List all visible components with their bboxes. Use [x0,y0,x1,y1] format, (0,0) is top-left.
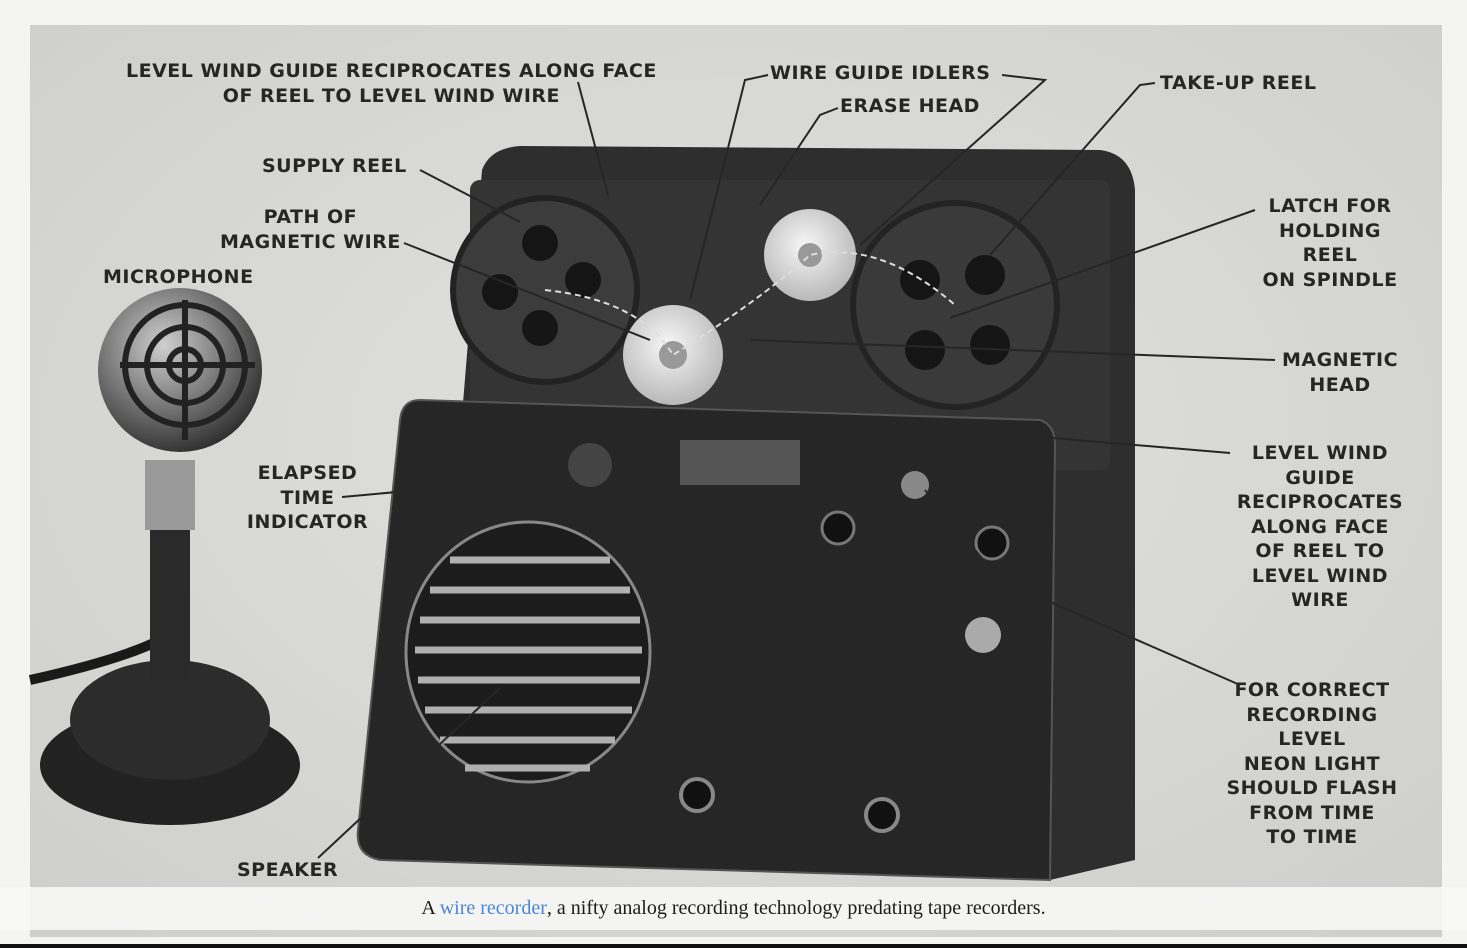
label-line: LEVEL WIND [1251,564,1389,587]
label-level-wind-guide-right: LEVEL WIND GUIDE RECIPROCATES ALONG FACE… [1230,441,1410,613]
label-line: MAGNETIC [1281,349,1399,371]
label-line: FROM TIME [1249,801,1375,824]
leader-lines [317,74,1276,859]
label-neon-light: FOR CORRECT RECORDING LEVEL NEON LIGHT S… [1212,678,1412,850]
label-line: LEVEL WIND GUIDE RECIPROCATES ALONG FACE [126,60,657,82]
label-magnetic-head: MAGNETIC HEAD [1275,348,1405,397]
label-line: INDICATOR [246,511,369,533]
figure-caption: A wire recorder, a nifty analog recordin… [0,887,1467,930]
label-line: LEVEL [1278,728,1346,750]
label-line: RECIPROCATES [1236,491,1404,513]
label-level-wind-guide-top: LEVEL WIND GUIDE RECIPROCATES ALONG FACE… [126,59,657,108]
label-line: REEL [1302,244,1358,266]
label-line: LATCH FOR [1268,195,1392,217]
label-line: TO TIME [1266,826,1358,848]
label-line: GUIDE [1285,466,1355,489]
caption-prefix: A [421,897,440,919]
label-line: HOLDING [1279,219,1381,242]
label-line: WIRE [1291,589,1349,611]
label-line: ON SPINDLE [1262,268,1398,291]
label-line: OF REEL TO [1255,540,1385,562]
label-line: TIME [280,486,335,509]
label-line: HEAD [1309,373,1371,396]
label-take-up-reel: TAKE-UP REEL [1160,72,1317,94]
label-wire-guide-idlers: WIRE GUIDE IDLERS [770,62,991,84]
caption-suffix: , a nifty analog recording technology pr… [546,897,1046,919]
label-supply-reel: SUPPLY REEL [262,155,407,177]
wire-recorder-link[interactable]: wire recorder [439,897,547,919]
label-speaker: SPEAKER [237,859,339,881]
label-microphone: MICROPHONE [103,266,254,288]
label-line: ELAPSED [257,462,358,484]
speaker-grille [404,520,652,784]
label-line: OF REEL TO LEVEL WIND WIRE [222,84,561,107]
label-latch: LATCH FOR HOLDING REEL ON SPINDLE [1255,194,1405,292]
label-line: NEON LIGHT [1243,752,1381,775]
label-elapsed-time-indicator: ELAPSED TIME INDICATOR [245,461,370,535]
label-line: RECORDING [1246,703,1378,726]
label-line: LEVEL WIND [1251,442,1389,464]
label-line: SHOULD FLASH [1226,777,1398,799]
label-line: ALONG FACE [1251,515,1389,538]
microphone [28,288,300,825]
label-erase-head: ERASE HEAD [840,95,980,117]
label-line: MAGNETIC WIRE [220,230,401,253]
label-path-of-wire: PATH OF MAGNETIC WIRE [220,205,401,254]
take-up-reel [850,200,1060,410]
label-line: FOR CORRECT [1234,679,1390,701]
divider [0,944,1467,948]
label-line: PATH OF [263,206,358,228]
